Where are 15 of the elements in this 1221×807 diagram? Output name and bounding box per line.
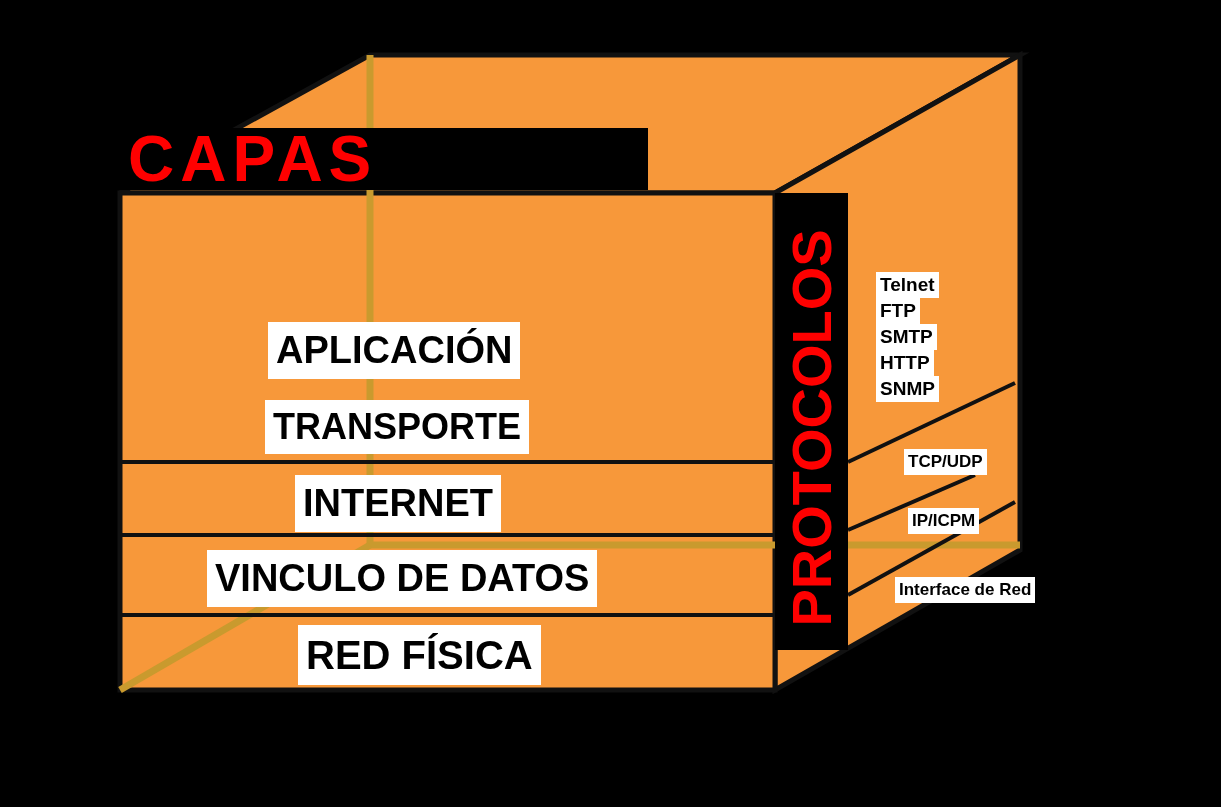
- protocol-label: HTTP: [876, 350, 934, 376]
- protocol-label: TCP/UDP: [904, 449, 987, 475]
- layer-label: TRANSPORTE: [265, 400, 529, 454]
- layer-label: VINCULO DE DATOS: [207, 550, 598, 607]
- protocol-label: FTP: [876, 298, 920, 324]
- protocol-label: Interface de Red: [895, 577, 1036, 603]
- vertical-heading: PROTOCOLOS: [782, 228, 842, 629]
- protocol-label: SMTP: [876, 324, 937, 350]
- protocol-label: SNMP: [876, 376, 939, 402]
- layer-label: RED FÍSICA: [298, 625, 541, 685]
- layer-label: APLICACIÓN: [268, 322, 521, 379]
- protocol-label: IP/ICPM: [908, 508, 980, 534]
- protocol-label: Telnet: [876, 272, 939, 298]
- title: CAPAS: [120, 128, 648, 190]
- layer-label: INTERNET: [295, 475, 501, 532]
